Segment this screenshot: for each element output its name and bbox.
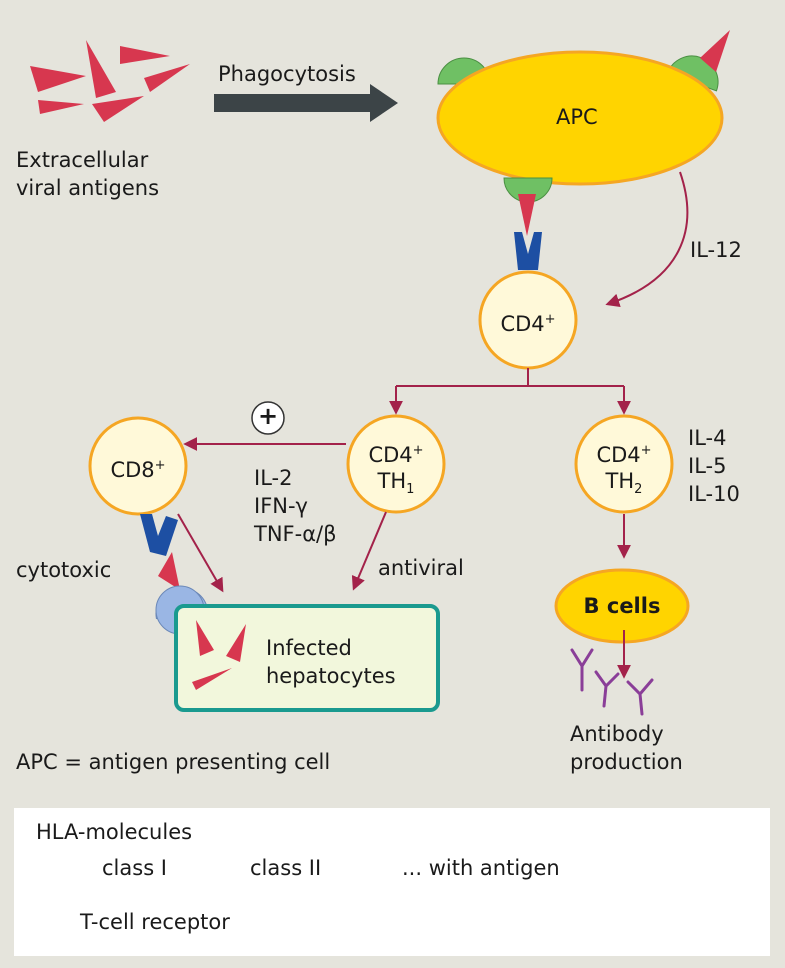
antibody-label-line1: Antibody [570, 722, 664, 746]
cytokine-il4: IL-4 [688, 426, 727, 450]
apc-cell [436, 30, 730, 236]
cd8-label: CD8+ [110, 458, 166, 482]
apc-definition: APC = antigen presenting cell [16, 750, 331, 774]
th1-to-hepatocytes-arrow [351, 511, 387, 591]
hepatocyte-antigen-icon [158, 552, 180, 590]
cytokine-il10: IL-10 [688, 482, 740, 506]
cd4-main-label: CD4+ [500, 312, 556, 336]
cd8-receptor-icon [140, 514, 178, 556]
cytotoxic-label: cytotoxic [16, 558, 112, 582]
cytokine-tnf: TNF-α/β [254, 522, 337, 546]
legend-title: HLA-molecules [36, 820, 193, 844]
antibody-label-line2: production [570, 750, 683, 774]
th2-label: CD4+ TH2 [596, 443, 652, 498]
il12-label: IL-12 [690, 238, 742, 262]
th1-label: CD4+ TH1 [368, 443, 424, 498]
legend-tcell-receptor-label: T-cell receptor [80, 910, 230, 934]
phagocytosis-arrow [214, 84, 398, 122]
bcells-cell [554, 568, 690, 644]
th1-cell [346, 414, 446, 514]
antibody-icon [570, 648, 654, 716]
cytokine-il5: IL-5 [688, 454, 727, 478]
il12-arrow [605, 171, 689, 308]
th2-cell [574, 414, 674, 514]
phagocytosis-label: Phagocytosis [218, 62, 356, 86]
apc-antigen-bottom-icon [518, 194, 536, 236]
legend-with-antigen-label: ... with antigen [402, 856, 560, 880]
cd4-branch-arrows [389, 368, 631, 415]
cytokine-ifn: IFN-γ [254, 494, 308, 518]
apc-label: APC [556, 105, 598, 129]
legend-class1-label: class I [102, 856, 167, 880]
cd8-cell [88, 416, 188, 516]
extracellular-label-line1: Extracellular [16, 148, 149, 172]
infected-label-line2: hepatocytes [266, 664, 396, 688]
infected-label-line1: Infected [266, 636, 352, 660]
tcell-receptor-icon [514, 232, 542, 270]
cytokine-il2: IL-2 [254, 466, 293, 490]
cd8-to-hepatocytes-arrow [177, 513, 224, 593]
legend-box [14, 808, 770, 956]
antiviral-label: antiviral [378, 556, 464, 580]
plus-circle [251, 401, 285, 435]
apc-antigen-right-icon [700, 30, 730, 72]
extracellular-antigens-icon [30, 40, 190, 122]
bcells-label: B cells [583, 594, 661, 618]
hepatocyte-antigens-icon [192, 620, 246, 690]
plus-symbol: + [257, 402, 279, 430]
extracellular-label-line2: viral antigens [16, 176, 160, 200]
legend-class2-label: class II [250, 856, 322, 880]
